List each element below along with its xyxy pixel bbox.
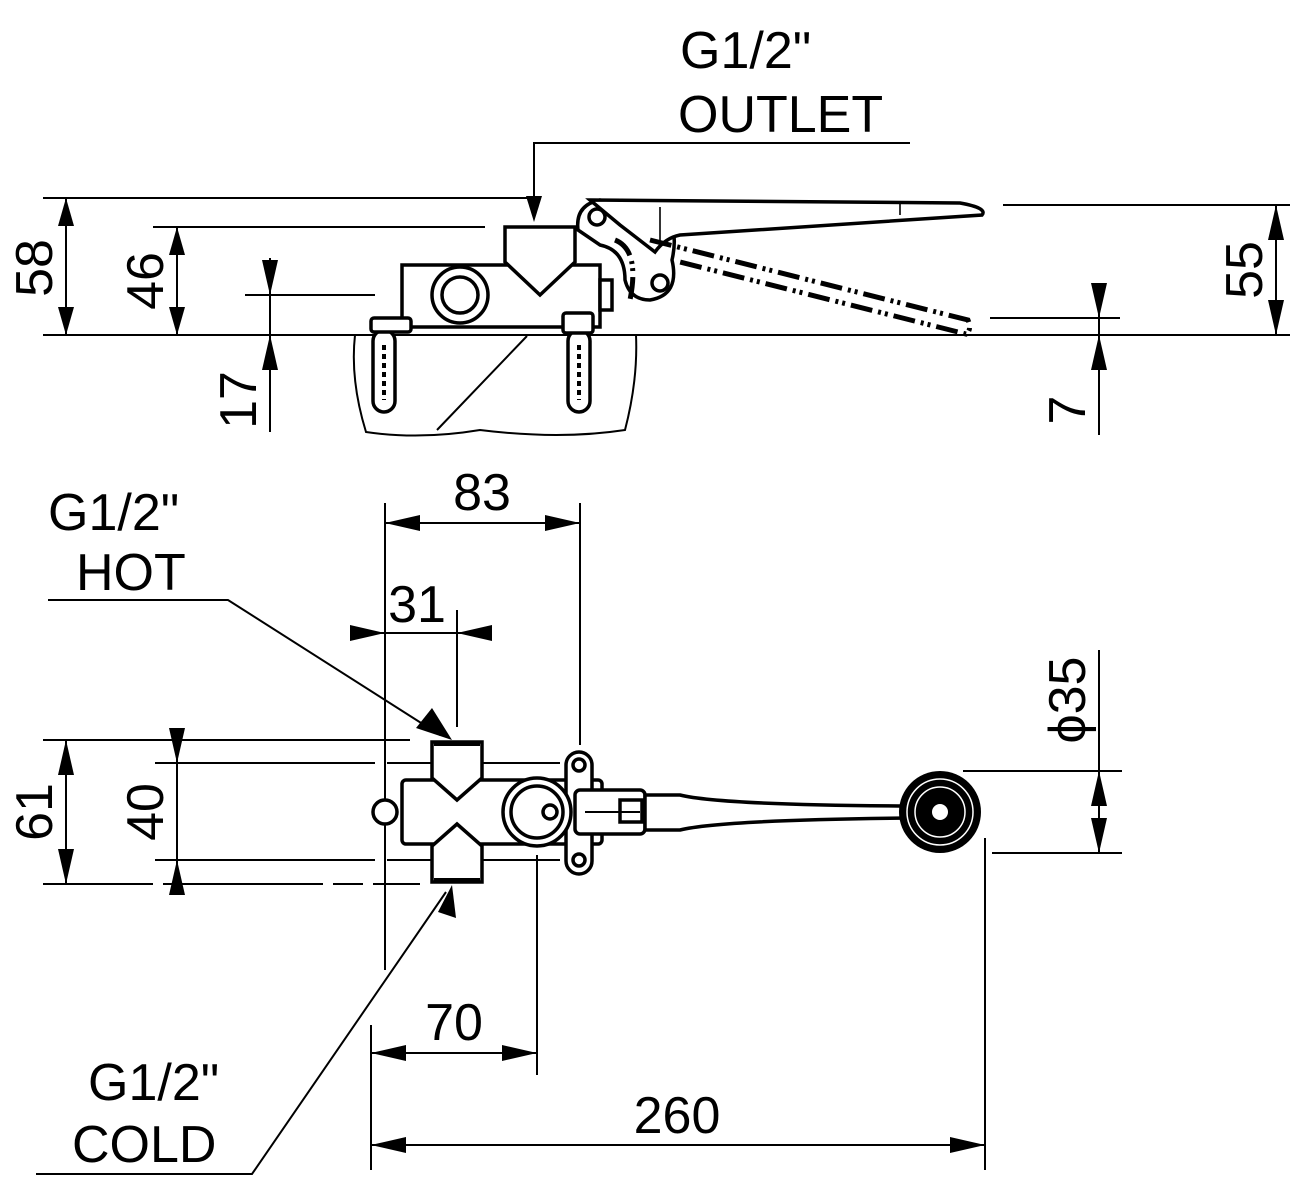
lever-arm-pressed-phantom	[649, 237, 973, 337]
arrow-right	[950, 1137, 985, 1153]
arrow-left	[385, 515, 420, 531]
dim-46: 46	[117, 252, 175, 310]
arrow-up	[58, 198, 74, 226]
arrow-down	[169, 307, 185, 335]
outlet-detail	[541, 803, 559, 821]
pivot-pin	[587, 207, 607, 227]
hot-label-name: HOT	[76, 544, 186, 602]
arrow-down	[262, 260, 278, 295]
lever-arm-top	[643, 793, 912, 832]
arrow-right	[545, 515, 580, 531]
outlet-label-size: G1/2"	[680, 22, 811, 80]
wall-section	[352, 334, 638, 437]
knob-center	[932, 804, 948, 820]
knob-ring	[914, 786, 966, 838]
outlet-leader-line	[533, 142, 910, 200]
hot-leader-line	[48, 599, 441, 736]
arrow-up	[58, 740, 74, 775]
dim-260: 260	[634, 1087, 721, 1145]
arrow-up	[169, 227, 185, 255]
mount-bracket-right	[561, 311, 595, 335]
arrow-right	[502, 1045, 537, 1061]
arrow-up	[1268, 205, 1284, 240]
nut	[598, 278, 614, 312]
cold-label-size: G1/2"	[88, 1054, 219, 1112]
screw-head	[571, 757, 587, 773]
dim-58: 58	[6, 239, 64, 297]
dim-31: 31	[388, 576, 446, 634]
knob-ring	[906, 778, 974, 846]
top-view: G1/2" HOT G1/2" COLD 83 31 61	[6, 464, 1122, 1175]
pivot-pin	[650, 273, 670, 293]
arrow-down	[1091, 818, 1107, 853]
dim-55: 55	[1216, 241, 1274, 299]
hot-label-size: G1/2"	[48, 484, 179, 542]
side-view: G1/2" OUTLET 58 46 17 55	[6, 22, 1290, 437]
arrow-down	[58, 307, 74, 335]
arrow-down	[169, 728, 185, 763]
hot-arrow	[416, 708, 452, 740]
mount-bracket-left	[369, 316, 413, 334]
arrow-up	[262, 335, 278, 370]
dim-7: 7	[1039, 396, 1097, 425]
cold-leader-line	[36, 891, 447, 1175]
outlet-spout-side	[503, 225, 577, 298]
lever-arm	[585, 198, 985, 255]
arrow-down	[58, 849, 74, 884]
cold-label-name: COLD	[72, 1116, 216, 1174]
dim-83: 83	[453, 464, 511, 522]
section-hatch	[436, 335, 528, 431]
inlet-port-inner	[440, 275, 480, 315]
arrow-left	[371, 1137, 406, 1153]
screw-head	[571, 852, 587, 868]
dim-40: 40	[117, 783, 175, 841]
dim-70: 70	[425, 994, 483, 1052]
outlet-port-inner	[509, 784, 565, 840]
arrow-right	[350, 625, 385, 641]
arrow-down	[1268, 300, 1284, 335]
arrow-up	[1091, 335, 1107, 370]
dim-17: 17	[210, 371, 268, 429]
arrow-left	[371, 1045, 406, 1061]
hidden-line	[613, 237, 636, 301]
arrow-up	[169, 860, 185, 895]
mount-ear-left	[371, 798, 399, 826]
dim-diameter-35: ϕ35	[1039, 657, 1097, 744]
cold-arrow	[438, 885, 456, 918]
outlet-label-name: OUTLET	[678, 86, 883, 144]
arrow-down	[1091, 283, 1107, 318]
arrow-left	[457, 625, 492, 641]
arrow-up	[1091, 771, 1107, 806]
dim-61: 61	[6, 783, 64, 841]
outlet-arrow	[526, 196, 542, 222]
